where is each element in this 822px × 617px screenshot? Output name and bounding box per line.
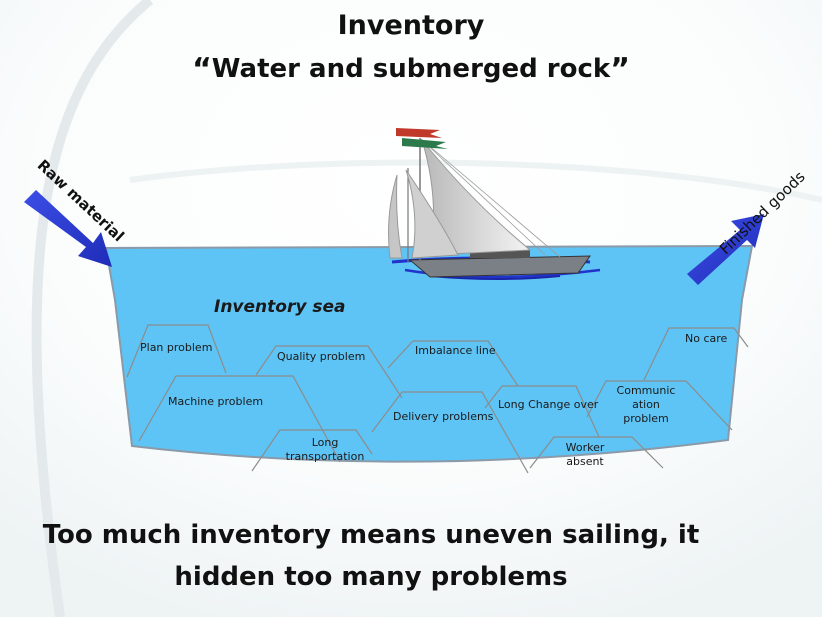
rock-long [251,429,373,472]
sailboat-icon [388,128,601,280]
rock-plan [126,324,227,378]
long-transport-line-1: Long [311,436,339,449]
rock-label-communication: Communic ation problem [606,384,686,426]
worker-line-1: Worker [565,441,605,454]
quote-open: “ [192,52,212,87]
page-title: Inventory [337,10,485,41]
rock-changeover [484,385,600,438]
submerged-rocks [126,324,749,474]
subtitle-text: Water and submerged rock [211,54,611,84]
rock-quality [255,345,403,399]
communication-line-2: ation [632,398,660,411]
inventory-sea-label: Inventory sea [214,297,346,317]
rock-label-plan: Plan problem [140,341,213,354]
rock-label-delivery: Delivery problems [393,410,494,423]
rock-label-machine: Machine problem [168,395,264,408]
rock-label-worker-absent: Worker absent [555,441,615,469]
rock-communication [586,380,733,431]
conclusion-line-2: hidden too many problems [174,562,568,592]
rock-imbalance [387,340,519,387]
input-arrow-icon [24,190,112,267]
rock-delivery [371,391,529,474]
page-subtitle: “Water and submerged rock” [0,50,822,87]
communication-line-3: problem [623,412,669,425]
long-transport-line-2: transportation [285,450,365,463]
worker-line-2: absent [566,455,604,468]
rock-nocare [643,327,749,381]
rock-worker [529,436,664,469]
rock-label-long-transportation: Long transportation [285,436,365,464]
communication-line-1: Communic [616,384,676,397]
conclusion-line-1: Too much inventory means uneven sailing,… [42,520,700,550]
output-arrow-icon [687,214,764,285]
rock-label-quality: Quality problem [277,350,366,363]
rock-label-nocare: No care [685,332,728,345]
quote-close: ” [610,52,630,87]
rock-label-changeover: Long Change over [498,398,599,411]
decor-arc-top [129,159,822,203]
inventory-sea [104,244,754,463]
rock-label-imbalance: Imbalance line [415,344,496,357]
rock-machine [138,375,341,463]
